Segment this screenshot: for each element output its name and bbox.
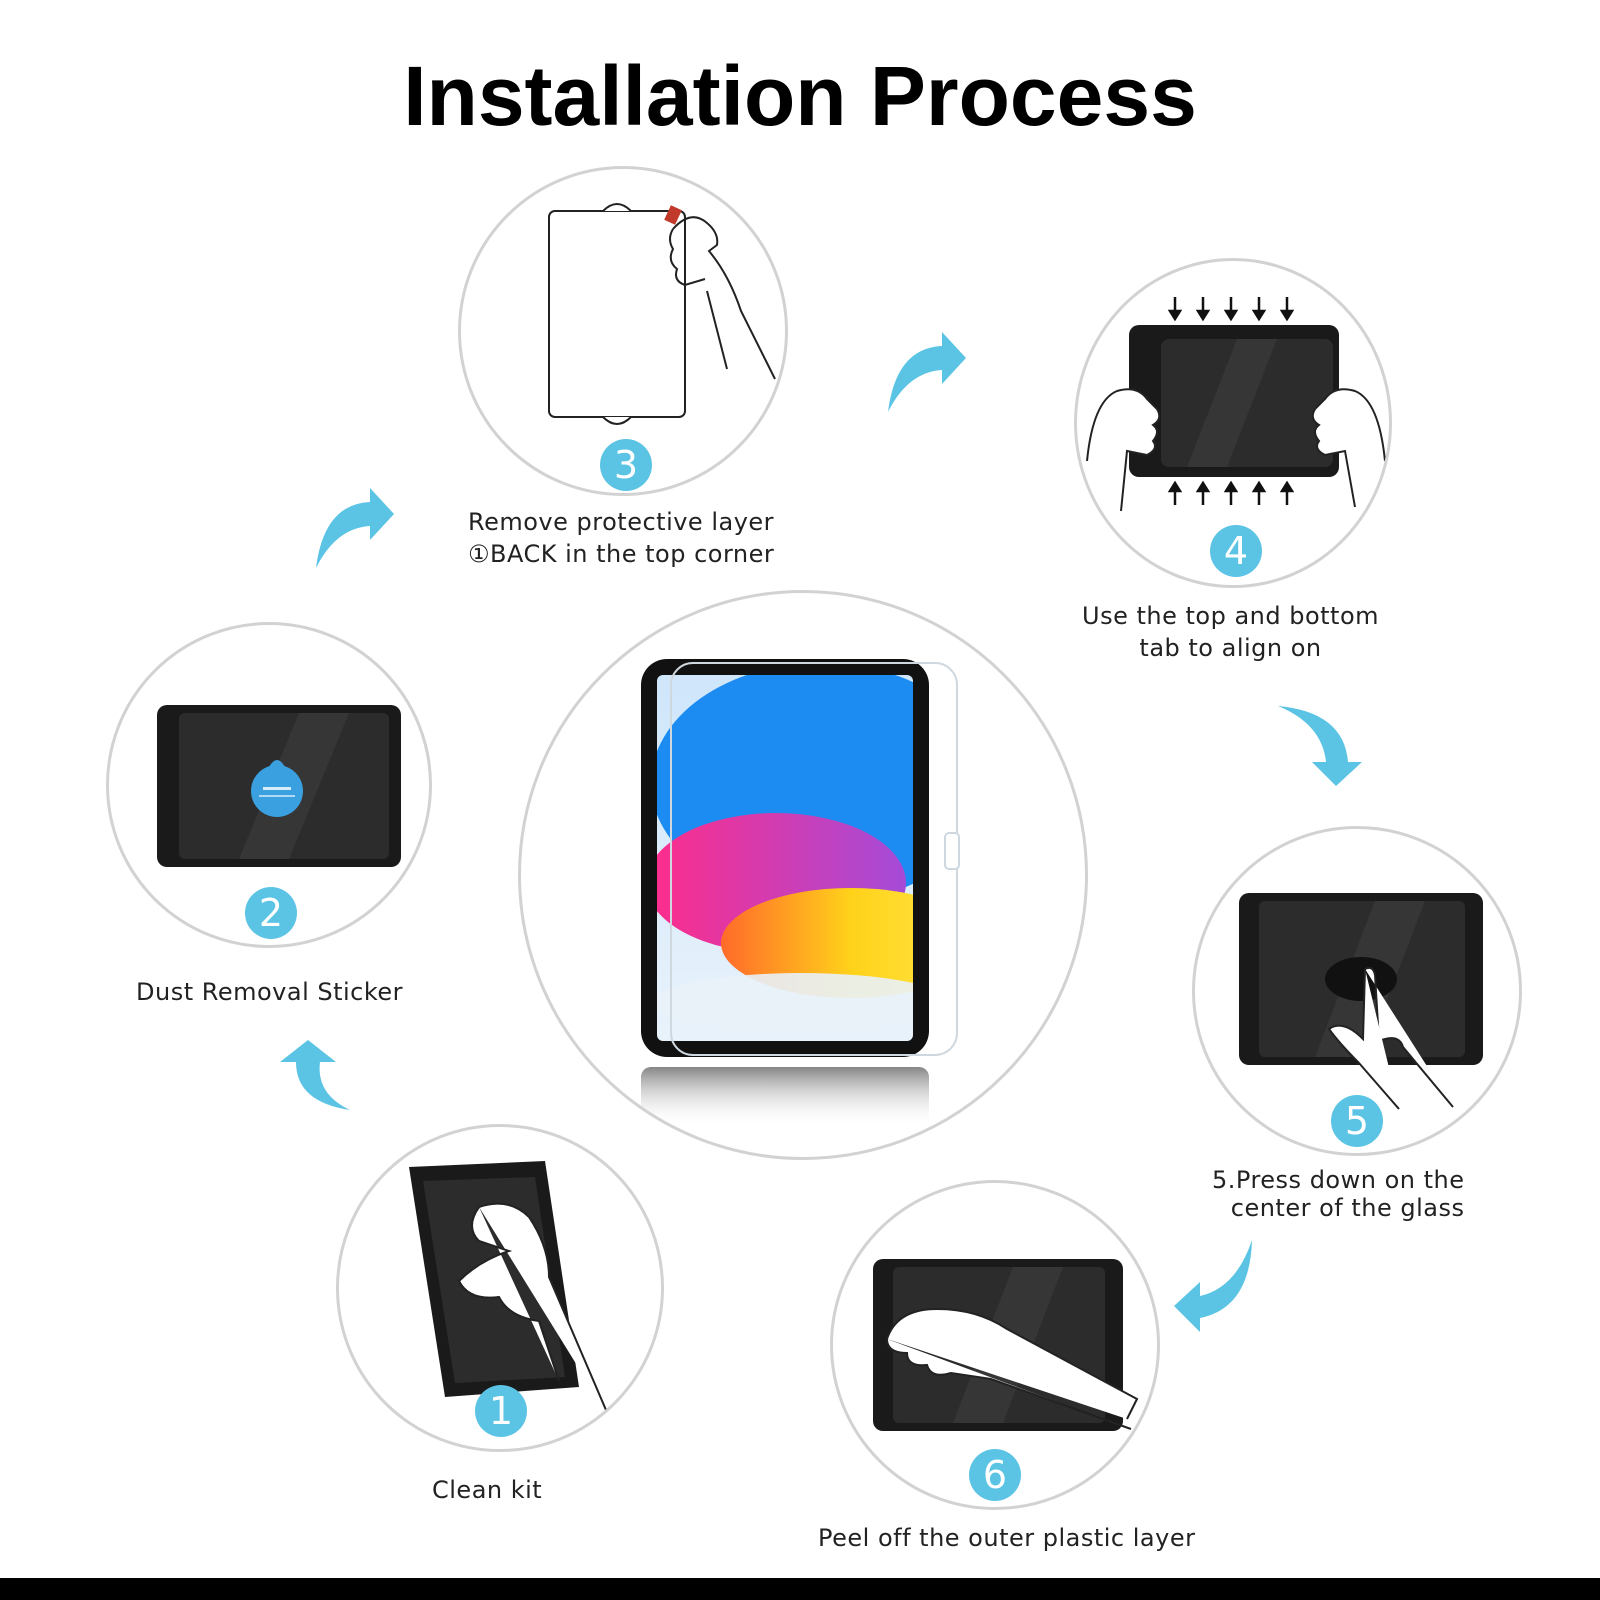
step-6-caption: Peel off the outer plastic layer (818, 1524, 1196, 1552)
step-5-circle: 5 (1192, 826, 1522, 1156)
curved-arrow-icon (1278, 706, 1362, 786)
center-product-circle (518, 590, 1088, 1160)
step-1-badge: 1 (475, 1385, 527, 1437)
step-4-circle: 4 (1074, 258, 1392, 588)
step-5-badge: 5 (1331, 1095, 1383, 1147)
step-3-circle: 3 (458, 166, 788, 496)
curved-arrow-icon (316, 488, 394, 568)
hand-wiping-tablet-icon (409, 1161, 610, 1418)
step-3-caption: Remove protective layer ①BACK in the top… (468, 508, 775, 568)
dust-sticker-on-tablet-icon (157, 705, 401, 867)
step-1-caption: Clean kit (432, 1476, 543, 1504)
step-3-badge: 3 (600, 439, 652, 491)
step-2-badge: 2 (245, 887, 297, 939)
peeling-film-icon (548, 203, 776, 425)
finger-press-icon (1239, 893, 1483, 1110)
bottom-border (0, 1578, 1600, 1600)
tablet-with-screen-protector-icon (641, 659, 960, 1127)
curved-arrow-icon (280, 1040, 350, 1110)
step-2-caption: Dust Removal Sticker (136, 978, 404, 1006)
step-4-badge: 4 (1210, 525, 1262, 577)
curved-arrow-icon (888, 332, 966, 412)
page-title: Installation Process (403, 49, 1197, 143)
step-6-badge: 6 (969, 1449, 1021, 1501)
step-1-circle: 1 (336, 1124, 664, 1452)
step-2-circle: 2 (106, 622, 432, 948)
curved-arrow-icon (1174, 1240, 1252, 1332)
hand-peeling-icon (873, 1259, 1139, 1431)
step-5-caption: 5.Press down on the center of the glass (1212, 1166, 1465, 1222)
aligning-hands-icon (1086, 297, 1386, 512)
step-6-circle: 6 (830, 1180, 1160, 1510)
step-4-caption: Use the top and bottom tab to align on (1082, 602, 1380, 662)
